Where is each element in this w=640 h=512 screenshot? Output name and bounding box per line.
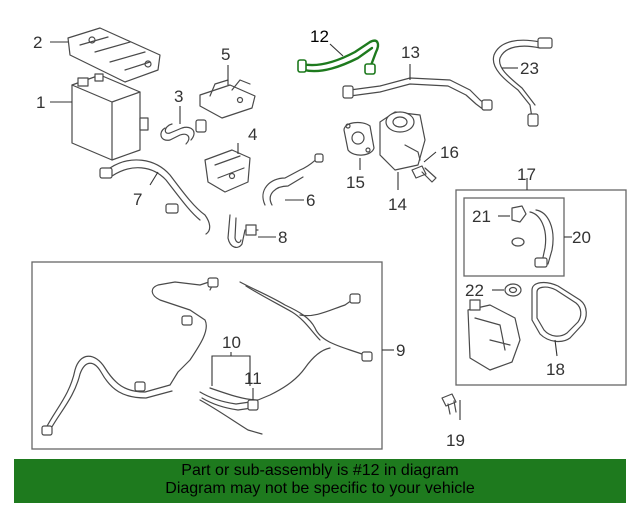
callout-15: 15 [346, 173, 365, 192]
group-box-9 [31, 261, 383, 450]
part-7-hose[interactable] [99, 159, 211, 235]
part-4-bracket[interactable] [204, 149, 251, 193]
callout-2: 2 [33, 33, 42, 52]
callout-7: 7 [133, 190, 142, 209]
callout-14: 14 [388, 195, 407, 214]
callout-8: 8 [278, 228, 287, 247]
part-10-hose[interactable] [199, 391, 253, 411]
part-1-canister[interactable] [71, 73, 149, 161]
part-14-valve[interactable] [379, 111, 426, 171]
callout-21: 21 [472, 207, 491, 226]
part-8-hose[interactable] [227, 214, 259, 248]
callout-1: 1 [36, 93, 45, 112]
part-18-gasket[interactable] [531, 281, 587, 343]
part-22-o-ring[interactable] [504, 283, 522, 297]
banner-line-1: Part or sub-assembly is #12 in diagram [181, 462, 459, 479]
part-6-hose[interactable] [262, 153, 324, 206]
part-5-bracket[interactable] [199, 79, 256, 119]
group-box-17 [455, 189, 627, 386]
part-15-gasket[interactable] [343, 121, 375, 156]
callout-4: 4 [248, 125, 257, 144]
part-11-connector[interactable] [247, 399, 259, 411]
part-2-bracket-plate[interactable] [67, 27, 161, 83]
leader-16 [423, 151, 437, 163]
leader-18 [554, 339, 558, 357]
callout-3: 3 [174, 87, 183, 106]
callout-16: 16 [440, 143, 459, 162]
part-23-tube[interactable] [492, 37, 553, 127]
callout-18: 18 [546, 360, 565, 379]
info-banner: Part or sub-assembly is #12 in diagram D… [14, 459, 626, 503]
callout-5: 5 [221, 45, 230, 64]
callout-12: 12 [310, 27, 329, 46]
callout-13: 13 [401, 43, 420, 62]
callout-6: 6 [306, 191, 315, 210]
leader-7 [149, 171, 159, 186]
part-17-housing[interactable] [467, 299, 521, 371]
part-9-hose-assembly[interactable] [41, 277, 373, 436]
callout-22: 22 [465, 281, 484, 300]
leader-12 [329, 43, 344, 57]
callout-20: 20 [572, 228, 591, 247]
callout-23: 23 [520, 59, 539, 78]
callout-11: 11 [244, 369, 262, 388]
part-19-bolt[interactable] [441, 393, 457, 415]
callout-10: 10 [222, 333, 241, 352]
part-3-hose[interactable] [160, 119, 207, 145]
part-13-tube[interactable] [342, 77, 493, 111]
callout-17: 17 [517, 165, 536, 184]
part-21-fitting[interactable] [511, 205, 554, 268]
callout-19: 19 [446, 431, 465, 450]
callout-9: 9 [396, 341, 405, 360]
part-12-hose-highlighted[interactable] [297, 39, 380, 75]
banner-line-2: Diagram may not be specific to your vehi… [165, 480, 475, 497]
part-16-bolt[interactable] [411, 165, 437, 183]
